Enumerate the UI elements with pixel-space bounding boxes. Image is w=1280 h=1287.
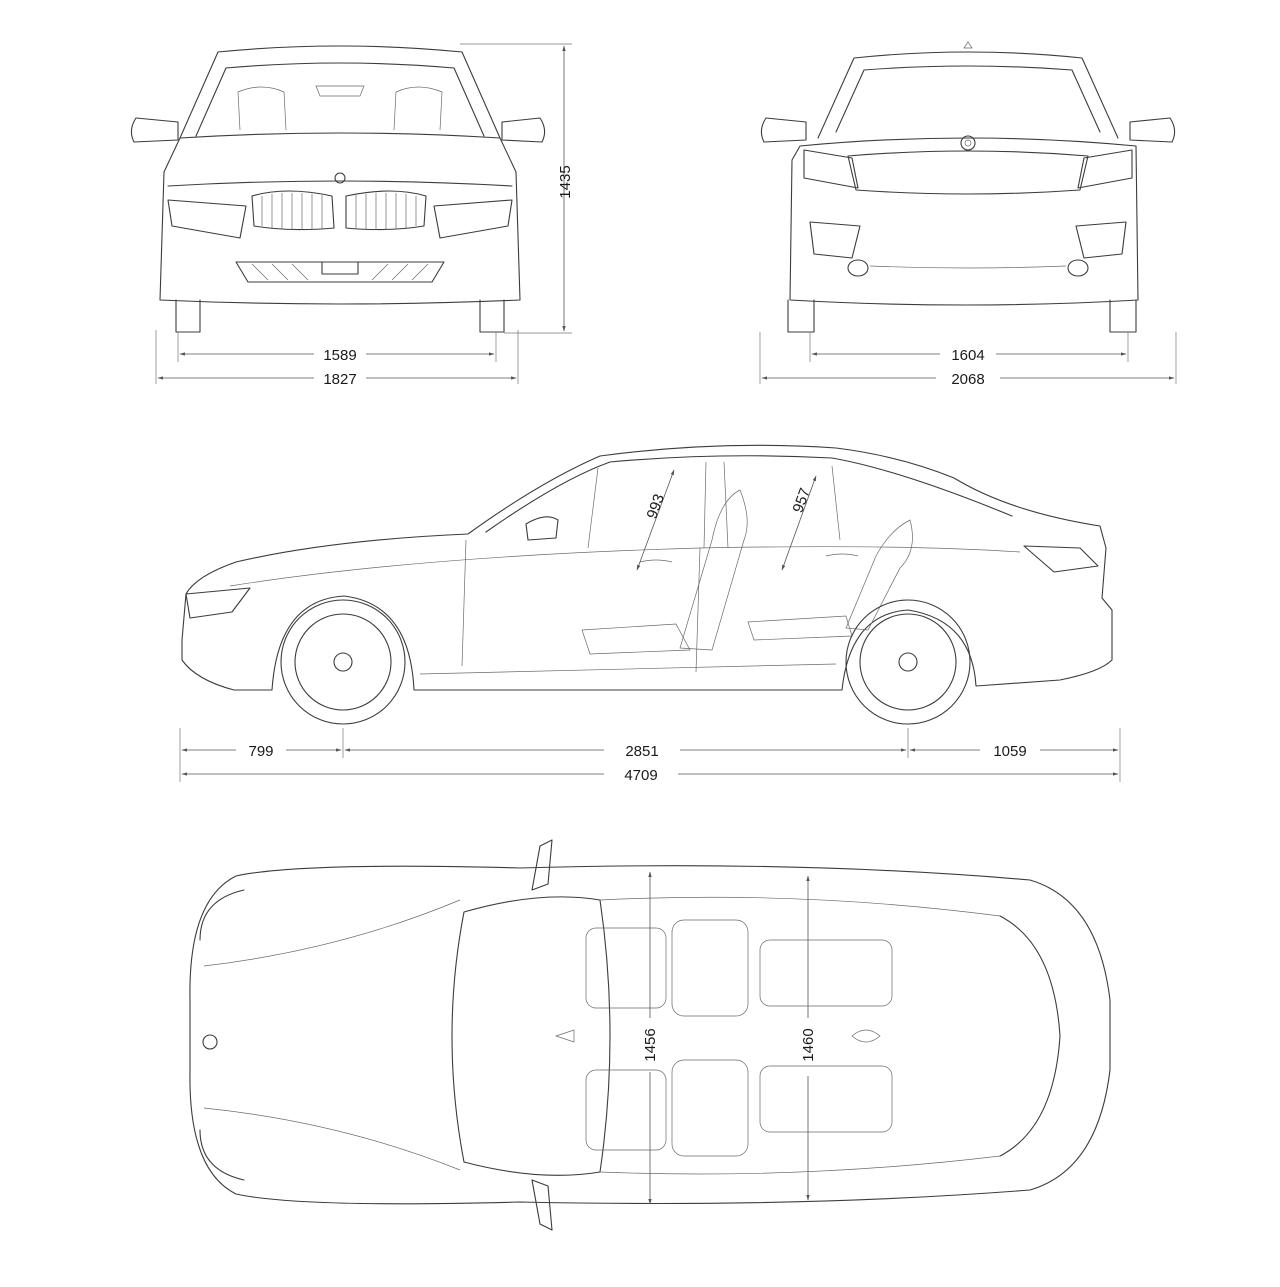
bmw-roundel-icon [334, 172, 346, 184]
front-width-label: 1827 [323, 371, 356, 388]
rear-headroom-label: 957 [790, 486, 815, 515]
front-overhang-label: 799 [248, 743, 273, 760]
left-tail-light [803, 149, 859, 189]
rear-seat-back [845, 519, 913, 631]
rear-shoulder-label: 1460 [800, 1028, 817, 1061]
front-wheel [280, 599, 406, 725]
length-label: 4709 [624, 767, 657, 784]
bmw-roundel-icon-top [202, 1034, 218, 1050]
front-view [130, 45, 546, 333]
right-exhaust [1067, 259, 1089, 277]
left-mirror-rear [760, 117, 807, 143]
left-headlight [167, 199, 247, 239]
front-track-label: 1589 [323, 347, 356, 364]
wheelbase-label: 2851 [625, 743, 658, 760]
front-right-seat [585, 1069, 667, 1151]
rear-track-label: 1604 [951, 347, 984, 364]
right-mirror-rear [1129, 117, 1176, 143]
right-mirror [501, 117, 546, 143]
side-headlight [185, 587, 251, 619]
right-headlight [433, 199, 513, 239]
right-mirror-top [531, 1179, 553, 1231]
front-shoulder-label: 1456 [642, 1028, 659, 1061]
left-exhaust [847, 259, 869, 277]
bmw-roundel-icon-rear [960, 135, 976, 151]
top-view [189, 839, 1111, 1231]
trunk-lid [847, 150, 1089, 195]
rear-view [760, 41, 1176, 333]
front-seat-back [679, 489, 748, 651]
rear-width-label: 2068 [951, 371, 984, 388]
front-seat-cushion [581, 623, 691, 655]
left-kidney-grille [251, 190, 335, 231]
rear-seat-cushion [747, 615, 853, 641]
rear-overhang-label: 1059 [993, 743, 1026, 760]
left-mirror [130, 117, 179, 143]
height-label: 1435 [557, 165, 574, 198]
rear-left-seat [759, 939, 893, 1007]
left-mirror-top [531, 839, 553, 891]
rear-wheel [845, 599, 971, 725]
side-tail-light [1023, 545, 1099, 573]
right-tail-light [1077, 149, 1133, 189]
dimension-labels: 1589 1827 1435 1604 2068 799 2851 1059 4… [248, 165, 1026, 1061]
side-view [181, 444, 1113, 725]
front-left-seat [585, 927, 667, 1009]
side-mirror [525, 516, 559, 541]
rear-right-seat [759, 1065, 893, 1133]
dimension-lines [155, 43, 1177, 1205]
